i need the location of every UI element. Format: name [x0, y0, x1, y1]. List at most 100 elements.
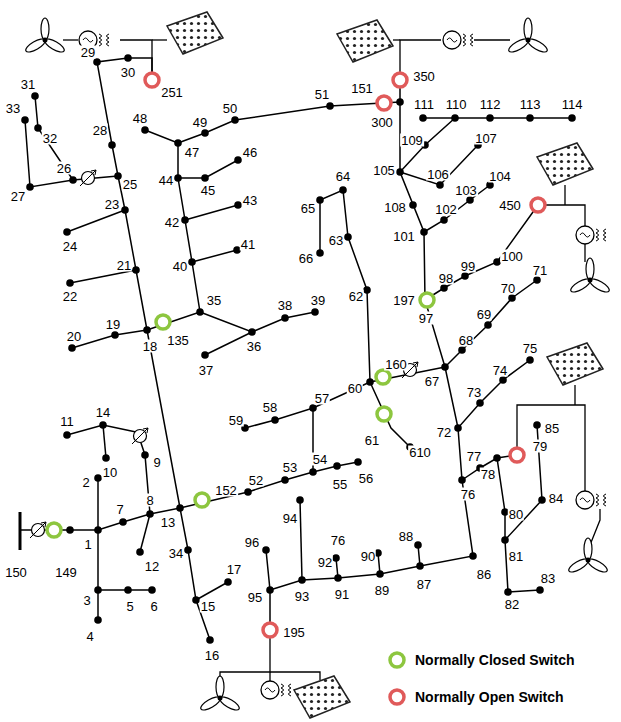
legend-text: Normally Closed Switch — [415, 652, 574, 668]
bus-dot — [526, 114, 534, 122]
bus-dot — [31, 92, 39, 100]
bus-dot — [419, 114, 427, 122]
bus-dot — [21, 116, 29, 124]
bus-number: 30 — [120, 66, 136, 79]
bus-number: 96 — [244, 536, 260, 549]
bus-dot — [63, 431, 71, 439]
bus-dot — [458, 346, 466, 354]
bus-dot — [499, 376, 507, 384]
bus-number: 49 — [192, 116, 208, 129]
bus-number: 450 — [498, 199, 522, 212]
legend-entry: Normally Open Switch — [387, 687, 564, 707]
legend-swatch — [390, 690, 404, 704]
bus-number: 89 — [374, 584, 390, 597]
bus-dot — [201, 129, 209, 137]
bus-number: 86 — [476, 568, 492, 581]
bus-number: 59 — [228, 414, 244, 427]
bus-dot — [266, 586, 274, 594]
bus-dot — [484, 321, 492, 329]
bus-number: 33 — [5, 102, 21, 115]
bus-number: 4 — [85, 630, 94, 643]
bus-dot — [420, 228, 428, 236]
bus-number: 76 — [460, 488, 476, 501]
bus-number: 300 — [370, 116, 394, 129]
bus-dot — [146, 510, 154, 518]
bus-number: 10 — [102, 466, 118, 479]
feeder-line — [20, 58, 572, 640]
bus-number: 66 — [298, 252, 314, 265]
bus-number: 67 — [424, 375, 440, 388]
bus-number: 45 — [200, 184, 216, 197]
bus-number: 48 — [132, 112, 148, 125]
bus-number: 151 — [350, 82, 374, 95]
bus-dot — [316, 249, 324, 257]
bus-number: 90 — [360, 550, 376, 563]
bus-number: 85 — [544, 422, 560, 435]
legend-swatch — [390, 653, 404, 667]
bus-dot — [143, 326, 151, 334]
bus-number: 111 — [413, 98, 435, 111]
switch-symbol — [47, 73, 545, 637]
bus-dot — [141, 126, 149, 134]
bus-number: 74 — [492, 364, 508, 377]
bus-number: 3 — [82, 594, 91, 607]
bus-number: 46 — [242, 146, 258, 159]
bus-number: 72 — [436, 426, 452, 439]
bus-dot — [469, 552, 477, 560]
bus-number: 32 — [42, 132, 58, 145]
bus-dot — [244, 488, 252, 496]
bus-number: 31 — [20, 78, 36, 91]
bus-number: 104 — [488, 170, 512, 183]
bus-number: 73 — [466, 386, 482, 399]
bus-number: 50 — [222, 102, 238, 115]
bus-number: 197 — [392, 294, 416, 307]
bus-number: 80 — [508, 508, 524, 521]
bus-number: 107 — [474, 132, 498, 145]
bus-dot — [334, 574, 342, 582]
bus-number: 23 — [104, 198, 120, 211]
legend-swatch — [387, 650, 407, 670]
bus-number: 12 — [144, 560, 160, 573]
bus-dot — [201, 351, 209, 359]
bus-number: 19 — [105, 318, 121, 331]
bus-dot — [184, 546, 192, 554]
bus-number: 149 — [54, 566, 78, 579]
bus-number: 105 — [372, 164, 396, 177]
bus-dot — [196, 308, 204, 316]
bus-dot — [94, 586, 102, 594]
bus-dot — [363, 286, 371, 294]
bus-dot — [181, 216, 189, 224]
bus-dot — [416, 562, 424, 570]
bus-dot — [451, 114, 459, 122]
bus-dot — [234, 201, 242, 209]
bus-dot — [339, 186, 347, 194]
bus-dot — [248, 328, 256, 336]
regulator-symbol — [30, 170, 418, 538]
bus-dot — [206, 636, 214, 644]
bus-number: 37 — [198, 364, 214, 377]
bus-dot — [148, 586, 156, 594]
bus-number: 38 — [277, 299, 293, 312]
bus-number: 60 — [347, 382, 363, 395]
bus-number: 6 — [149, 600, 158, 613]
bus-number: 94 — [282, 512, 298, 525]
bus-dot — [536, 586, 544, 594]
bus-dot — [176, 504, 184, 512]
bus-number: 9 — [152, 456, 161, 469]
bus-dot — [414, 541, 422, 549]
bus-dot — [366, 378, 374, 386]
bus-number: 112 — [479, 98, 502, 111]
bus-number: 44 — [158, 174, 174, 187]
bus-number: 11 — [59, 415, 75, 428]
bus-dot — [441, 363, 449, 371]
bus-dot — [63, 228, 71, 236]
bus-dot — [141, 451, 149, 459]
bus-dot — [174, 139, 182, 147]
bus-number: 93 — [294, 590, 310, 603]
bus-dot — [311, 308, 319, 316]
bus-number: 84 — [548, 492, 564, 505]
bus-dot — [461, 272, 469, 280]
bus-dot — [440, 284, 448, 292]
bus-dot — [440, 216, 448, 224]
bus-dot — [26, 183, 34, 191]
